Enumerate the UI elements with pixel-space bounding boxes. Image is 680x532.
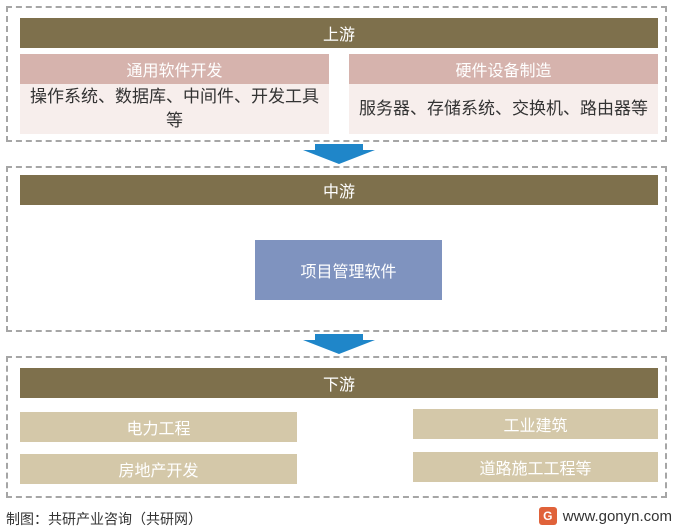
website-url: www.gonyn.com — [562, 507, 672, 525]
project-management-software-box: 项目管理软件 — [255, 240, 442, 300]
downstream-item: 工业建筑 — [413, 409, 658, 439]
gonyn-logo-icon: G — [538, 507, 557, 525]
downstream-item: 道路施工工程等 — [413, 452, 658, 482]
upstream-frame — [6, 6, 667, 142]
website-credit: G www.gonyn.com — [538, 507, 672, 525]
upstream-right-body: 服务器、存储系统、交换机、路由器等 — [349, 84, 658, 134]
upstream-right-head: 硬件设备制造 — [349, 54, 658, 84]
downstream-item: 房地产开发 — [20, 454, 297, 484]
down-arrow-icon — [303, 334, 375, 354]
upstream-left-head: 通用软件开发 — [20, 54, 329, 84]
downstream-title: 下游 — [20, 368, 658, 398]
upstream-left-body: 操作系统、数据库、中间件、开发工具等 — [20, 84, 329, 134]
source-credit: 制图：共研产业咨询（共研网） — [6, 511, 202, 527]
upstream-title: 上游 — [20, 18, 658, 48]
midstream-title: 中游 — [20, 175, 658, 205]
midstream-frame — [6, 166, 667, 332]
downstream-item: 电力工程 — [20, 412, 297, 442]
down-arrow-icon — [303, 144, 375, 164]
downstream-frame — [6, 356, 667, 498]
